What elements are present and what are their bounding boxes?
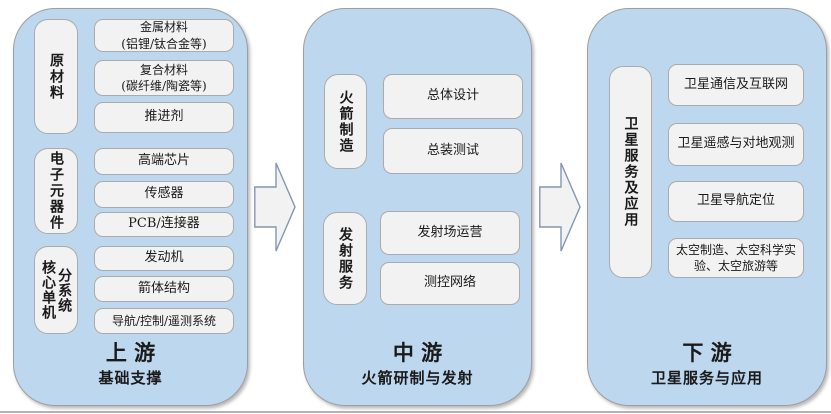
item-pcb-connectors: PCB/连接器 [94, 212, 234, 237]
arrow-upstream-to-midstream [254, 161, 296, 253]
panel-title-downstream: 下游 [682, 340, 740, 365]
item-nav-control-telemetry-systems: 导航/控制/遥测系统 [94, 308, 234, 334]
item-final-assembly-testing: 总装测试 [383, 128, 523, 174]
panel-title-midstream: 中游 [392, 340, 450, 365]
group-label-text: 核心单机 分系统 [40, 260, 73, 320]
panel-midstream: 火箭制造 总体设计 总装测试 发射服务 发射场运营 测控网络 中游 火箭研制与发… [303, 8, 532, 406]
panel-title-upstream: 上游 [105, 340, 163, 365]
panel-subtitle-upstream: 基础支撑 [98, 369, 163, 387]
item-composite-materials: 复合材料 (碳纤维/陶瓷等) [94, 60, 234, 96]
item-satellite-navigation-positioning: 卫星导航定位 [668, 181, 804, 222]
group-label-text: 卫星服务及应用 [622, 116, 639, 228]
item-propellant: 推进剂 [94, 102, 234, 133]
arrow-right-icon [539, 162, 581, 252]
group-label-launch-services: 发射服务 [323, 212, 367, 305]
arrow-right-icon [254, 162, 296, 252]
item-launch-site-operation: 发射场运营 [380, 211, 520, 255]
panel-subtitle-downstream: 卫星服务与应用 [650, 369, 763, 387]
panel-downstream: 卫星服务及应用 卫星通信及互联网 卫星遥感与对地观测 卫星导航定位 太空制造、太… [587, 8, 827, 406]
bottom-divider [0, 411, 831, 413]
item-rocket-body-structure: 箭体结构 [94, 276, 234, 302]
group-label-core-units-subsystems: 核心单机 分系统 [34, 246, 78, 334]
item-metal-materials: 金属材料 (铝锂/钛合金等) [94, 19, 234, 52]
item-sensors: 传感器 [94, 181, 234, 208]
item-overall-design: 总体设计 [383, 74, 523, 119]
item-ttc-network: 测控网络 [380, 262, 520, 305]
group-label-text: 电子元器件 [48, 151, 65, 231]
panel-upstream: 原材料 金属材料 (铝锂/钛合金等) 复合材料 (碳纤维/陶瓷等) 推进剂 电子… [13, 8, 248, 406]
item-engine: 发动机 [94, 246, 234, 271]
panel-subtitle-midstream: 火箭研制与发射 [361, 369, 474, 387]
arrow-midstream-to-downstream [539, 161, 581, 253]
item-space-manufacturing-science-tourism: 太空制造、太空科学实验、太空旅游等 [668, 238, 804, 278]
item-high-end-chips: 高端芯片 [94, 148, 234, 175]
group-label-raw-materials: 原材料 [34, 19, 78, 134]
group-label-electronic-components: 电子元器件 [34, 148, 78, 234]
group-label-satellite-services-applications: 卫星服务及应用 [609, 66, 652, 278]
group-label-text: 火箭制造 [337, 89, 354, 154]
item-satellite-remote-sensing-earth-observation: 卫星遥感与对地观测 [668, 123, 804, 166]
item-satellite-communication-internet: 卫星通信及互联网 [668, 64, 804, 106]
group-label-text: 原材料 [48, 52, 65, 101]
group-label-rocket-manufacturing: 火箭制造 [324, 74, 367, 169]
group-label-text: 发射服务 [337, 226, 354, 291]
